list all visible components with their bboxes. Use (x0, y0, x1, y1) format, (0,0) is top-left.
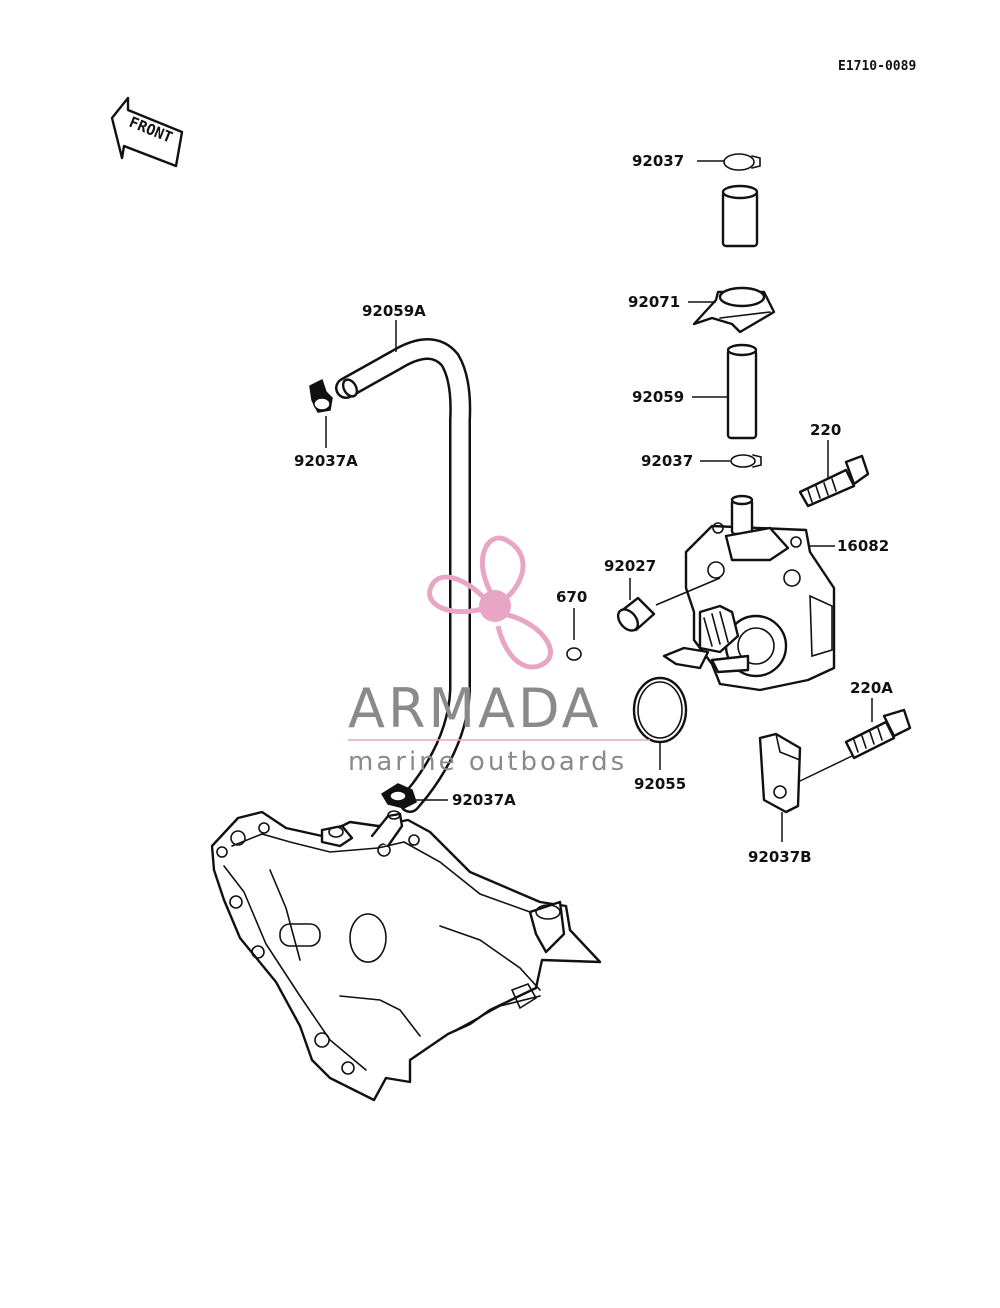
label-92059: 92059 (632, 388, 684, 406)
hose-lower (726, 343, 758, 440)
label-92027: 92027 (604, 557, 656, 575)
label-92071: 92071 (628, 293, 680, 311)
hose-guide (692, 286, 776, 334)
hose-upper (721, 184, 759, 248)
oil-pump (662, 494, 836, 692)
clip-icon (380, 783, 417, 809)
label-92037A-upper: 92037A (294, 452, 358, 470)
front-arrow-icon: FRONT (110, 96, 184, 168)
watermark-brand: ARMADA (348, 677, 602, 740)
o-ring (632, 676, 688, 744)
label-92037-top: 92037 (632, 152, 684, 170)
clamp-bracket (758, 732, 802, 814)
label-220A: 220A (850, 679, 893, 697)
label-92037-mid: 92037 (641, 452, 693, 470)
clip-icon (309, 378, 333, 413)
label-92037B: 92037B (748, 848, 812, 866)
label-92037A-lower: 92037A (452, 791, 516, 809)
label-16082: 16082 (837, 537, 889, 555)
label-670: 670 (556, 588, 587, 606)
label-92059A: 92059A (362, 302, 426, 320)
label-220: 220 (810, 421, 841, 439)
ring-icon (566, 647, 582, 661)
watermark-tagline: marine outboards (348, 747, 627, 777)
clip-icon (723, 153, 761, 171)
diagram-code: E1710-0089 (838, 59, 916, 74)
watermark: ARMADA marine outboards (348, 535, 650, 777)
crankcase (210, 810, 602, 1102)
clip-icon (730, 454, 762, 468)
label-92055: 92055 (634, 775, 686, 793)
bolt-icon (798, 454, 870, 508)
propeller-logo-icon (427, 535, 553, 670)
collar (616, 596, 656, 632)
bolt-icon (844, 708, 912, 760)
long-hose (335, 338, 472, 813)
